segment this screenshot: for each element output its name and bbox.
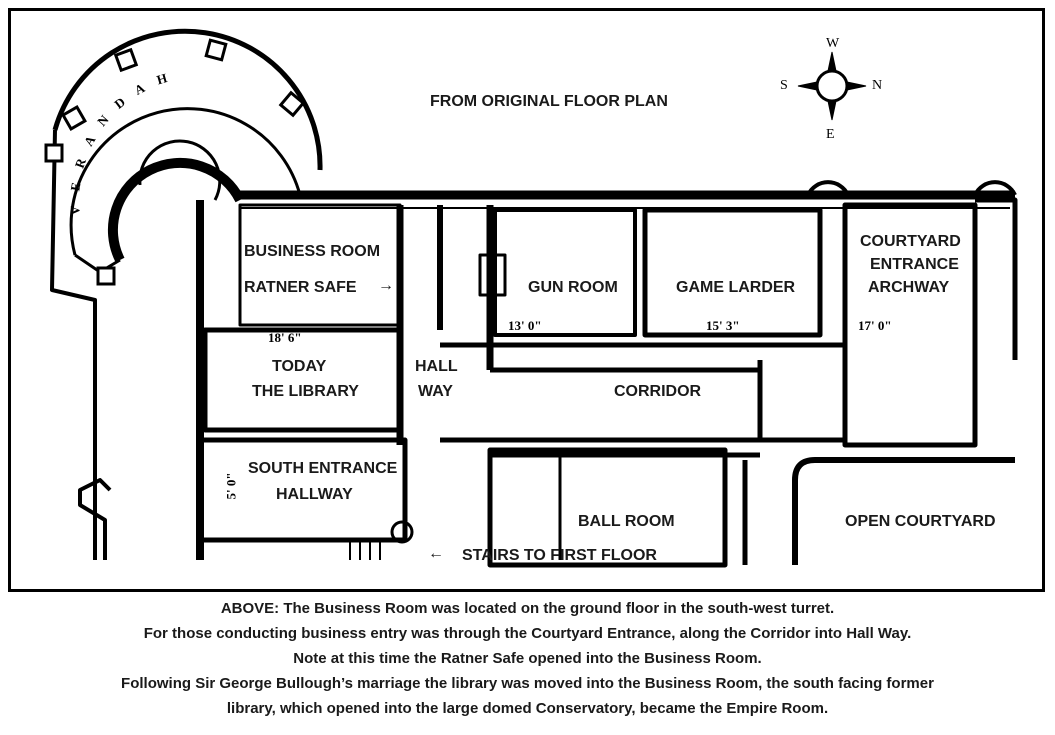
compass-south-label: S bbox=[780, 78, 788, 93]
compass-rose bbox=[797, 51, 867, 121]
verandah-ring bbox=[50, 129, 97, 560]
outer-frame bbox=[8, 8, 1045, 592]
verandah-outer-wall bbox=[52, 28, 323, 171]
library-label-line2: THE LIBRARY bbox=[252, 383, 359, 400]
caption-line-1: ABOVE: The Business Room was located on … bbox=[220, 600, 835, 617]
hallway-label-line1: HALL bbox=[415, 358, 458, 375]
stairs-label: STAIRS TO FIRST FLOOR bbox=[462, 547, 657, 564]
game-larder-outline bbox=[642, 207, 823, 338]
ratner-safe-arrow: → bbox=[378, 277, 394, 294]
south-entrance-outline bbox=[197, 437, 408, 543]
open-courtyard-wall bbox=[792, 457, 1015, 565]
south-entrance-label-line1: SOUTH ENTRANCE bbox=[248, 460, 398, 477]
compass-north-label: N bbox=[872, 78, 883, 93]
ratner-safe-label: RATNER SAFE bbox=[244, 279, 357, 296]
courtyard-entrance-label-line3: ARCHWAY bbox=[868, 279, 950, 296]
game-larder-label: GAME LARDER bbox=[676, 279, 796, 296]
caption-line-4: Following Sir George Bullough’s marriage… bbox=[121, 675, 934, 692]
plan-title: FROM ORIGINAL FLOOR PLAN bbox=[430, 93, 668, 110]
gun-room-dimension: 13' 0" bbox=[508, 318, 542, 333]
stairs-arrow: ← bbox=[428, 545, 444, 562]
south-entrance-label-line2: HALLWAY bbox=[276, 486, 353, 503]
south-entrance-dimension: 5' 0" bbox=[223, 472, 239, 500]
corridor-walls bbox=[440, 342, 845, 458]
verandah-pillars bbox=[44, 38, 306, 286]
business-room-outline bbox=[238, 203, 402, 327]
game-larder-dimension: 15' 3" bbox=[706, 318, 740, 333]
courtyard-entrance-label-line2: ENTRANCE bbox=[870, 256, 959, 273]
verandah-inner-wall bbox=[69, 107, 302, 256]
caption-line-5: library, which opened into the large dom… bbox=[226, 700, 829, 717]
courtyard-dimension: 17' 0" bbox=[858, 318, 892, 333]
gun-room-outline bbox=[493, 208, 637, 337]
floor-plan: VERANDAH bbox=[44, 28, 1018, 568]
corridor-label: CORRIDOR bbox=[614, 383, 702, 400]
caption: ABOVE: The Business Room was located on … bbox=[0, 596, 1055, 721]
open-courtyard-label: OPEN COURTYARD bbox=[845, 513, 996, 530]
library-label-line1: TODAY bbox=[272, 358, 327, 375]
courtyard-entrance-outline bbox=[842, 202, 978, 448]
caption-line-2: For those conducting business entry was … bbox=[143, 625, 912, 642]
compass-east-label: E bbox=[826, 127, 835, 142]
caption-line-3: Note at this time the Ratner Safe opened… bbox=[293, 650, 762, 667]
business-room-dimension: 18' 6" bbox=[268, 330, 302, 345]
business-room-label: BUSINESS ROOM bbox=[244, 243, 381, 260]
hallway-label-line2: WAY bbox=[418, 383, 453, 400]
ball-room-label: BALL ROOM bbox=[578, 513, 675, 530]
compass-west-label: W bbox=[826, 36, 840, 51]
courtyard-entrance-label-line1: COURTYARD bbox=[860, 233, 961, 250]
gun-room-label: GUN ROOM bbox=[528, 279, 618, 296]
